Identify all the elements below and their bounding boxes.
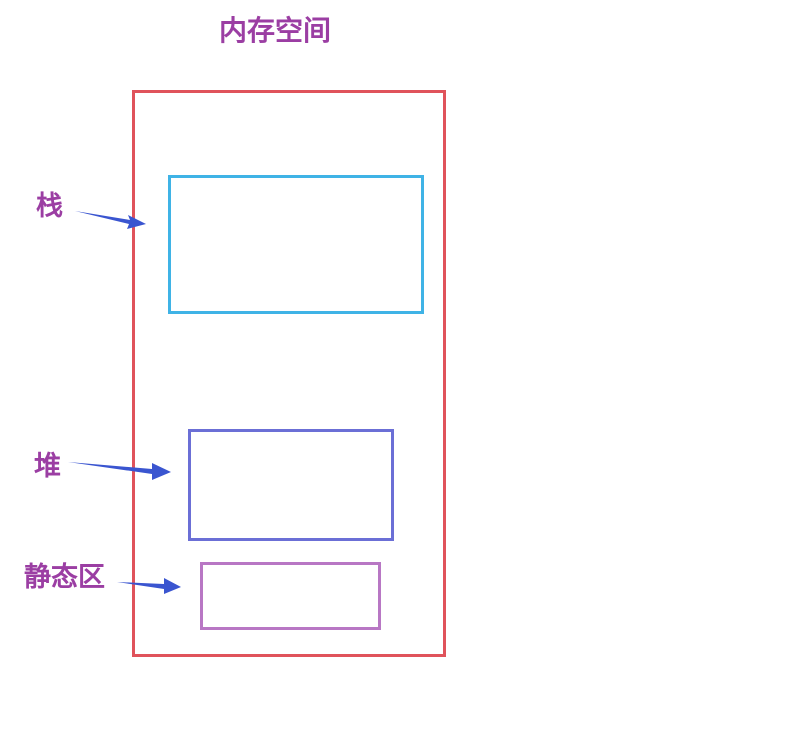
static-region-box [200, 562, 381, 630]
stack-label: 栈 [36, 191, 63, 222]
stack-region-box [168, 175, 424, 314]
diagram-title: 内存空间 [219, 14, 332, 47]
heap-region-box [188, 429, 394, 541]
static-label: 静态区 [24, 562, 105, 593]
memory-space-box [132, 90, 446, 657]
heap-label: 堆 [34, 451, 61, 482]
